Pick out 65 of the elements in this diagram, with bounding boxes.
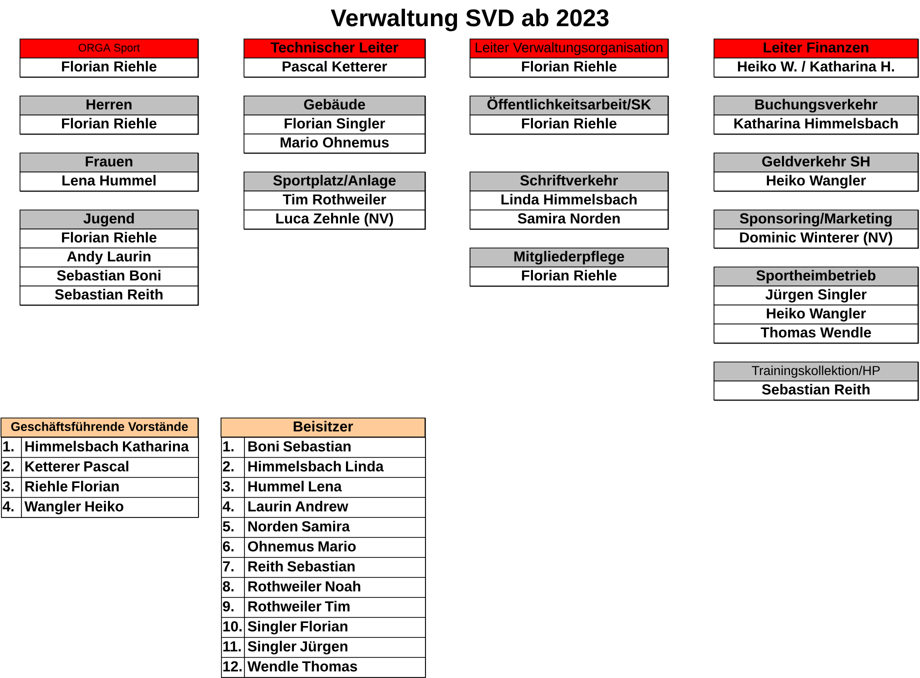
- role-header: Öffentlichkeitsarbeit/SK: [470, 96, 668, 116]
- person-name: Sebastian Reith: [714, 380, 918, 400]
- member-name: Ketterer Pascal: [21, 457, 199, 478]
- role-header: Technischer Leiter: [244, 38, 426, 58]
- person-name: Lena Hummel: [20, 172, 198, 192]
- row-number: 10.: [221, 617, 245, 638]
- person-name: Samira Norden: [470, 210, 668, 230]
- member-name: Ohnemus Mario: [244, 537, 426, 558]
- role-header: Gebäude: [244, 96, 426, 116]
- person-name: Heiko W. / Katharina H.: [714, 58, 918, 78]
- row-number: 3.: [1, 477, 22, 498]
- role-header: Sportheimbetrieb: [714, 266, 918, 286]
- person-name: Florian Riehle: [470, 266, 668, 286]
- person-name: Pascal Ketterer: [244, 58, 426, 78]
- row-number: 1.: [221, 437, 245, 458]
- person-name: Sebastian Boni: [20, 266, 198, 286]
- person-name: Andy Laurin: [20, 248, 198, 268]
- person-name: Dominic Winterer (NV): [714, 228, 918, 248]
- member-name: Norden Samira: [244, 517, 426, 538]
- role-header: ORGA Sport: [20, 38, 198, 58]
- member-name: Laurin Andrew: [244, 497, 426, 518]
- person-name: Heiko Wangler: [714, 304, 918, 324]
- title: Verwaltung SVD ab 2023: [330, 8, 609, 32]
- row-number: 11.: [221, 637, 245, 658]
- person-name: Sebastian Reith: [20, 286, 198, 306]
- person-name: Florian Riehle: [20, 228, 198, 248]
- person-name: Florian Riehle: [470, 114, 668, 134]
- role-header: Frauen: [20, 152, 198, 172]
- person-name: Heiko Wangler: [714, 172, 918, 192]
- person-name: Thomas Wendle: [714, 324, 918, 344]
- role-header: Sponsoring/Marketing: [714, 210, 918, 230]
- role-header: Geldverkehr SH: [714, 152, 918, 172]
- role-header: Leiter Finanzen: [714, 38, 918, 58]
- row-number: 12.: [221, 657, 245, 678]
- person-name: Tim Rothweiler: [244, 190, 426, 210]
- role-header: Leiter Verwaltungsorganisation: [470, 38, 668, 58]
- member-name: Rothweiler Tim: [244, 597, 426, 618]
- person-name: Luca Zehnle (NV): [244, 210, 426, 230]
- role-header: Schriftverkehr: [470, 172, 668, 192]
- person-name: Mario Ohnemus: [244, 134, 426, 154]
- member-name: Singler Jürgen: [244, 637, 426, 658]
- role-header: Buchungsverkehr: [714, 96, 918, 116]
- person-name: Florian Riehle: [20, 114, 198, 134]
- member-name: Reith Sebastian: [244, 557, 426, 578]
- role-header: Mitgliederpflege: [470, 248, 668, 268]
- person-name: Jürgen Singler: [714, 286, 918, 306]
- member-name: Rothweiler Noah: [244, 577, 426, 598]
- row-number: 2.: [1, 457, 22, 478]
- role-header: Herren: [20, 96, 198, 116]
- member-name: Hummel Lena: [244, 477, 426, 498]
- person-name: Florian Riehle: [470, 58, 668, 78]
- member-name: Himmelsbach Linda: [244, 457, 426, 478]
- member-name: Riehle Florian: [21, 477, 199, 498]
- person-name: Florian Singler: [244, 114, 426, 134]
- table-header: Beisitzer: [220, 418, 426, 438]
- member-name: Singler Florian: [244, 617, 426, 638]
- row-number: 1.: [1, 437, 22, 458]
- person-name: Katharina Himmelsbach: [714, 114, 918, 134]
- role-header: Trainingskollektion/HP: [714, 362, 918, 382]
- person-name: Florian Riehle: [20, 58, 198, 78]
- role-header: Sportplatz/Anlage: [244, 172, 426, 192]
- table-header: Geschäftsführende Vorstände: [0, 418, 198, 438]
- row-number: 4.: [1, 497, 22, 518]
- person-name: Linda Himmelsbach: [470, 190, 668, 210]
- role-header: Jugend: [20, 210, 198, 230]
